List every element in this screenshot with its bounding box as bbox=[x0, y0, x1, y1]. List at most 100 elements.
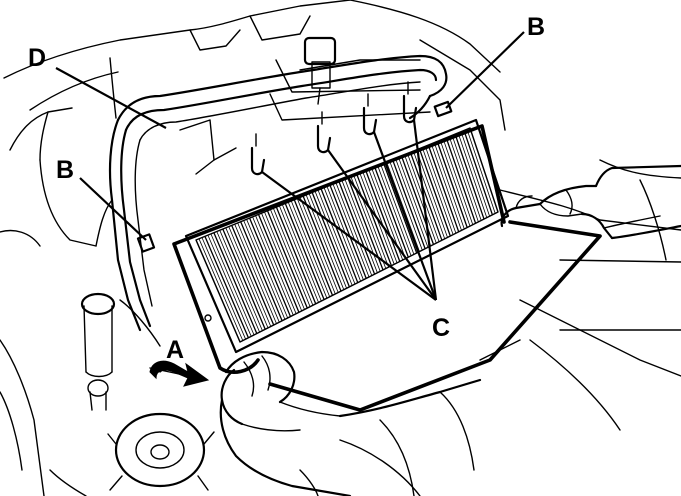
filter-pleat bbox=[290, 200, 331, 297]
hook-3 bbox=[362, 106, 378, 136]
filter-pleat bbox=[338, 181, 376, 275]
filter-pleat bbox=[252, 216, 294, 316]
filter-pleat bbox=[273, 208, 314, 306]
filter-pleat bbox=[222, 228, 266, 330]
filter-pleat bbox=[275, 206, 317, 305]
hook-1 bbox=[250, 146, 266, 176]
filter-pleat bbox=[207, 234, 252, 337]
filter-pleat bbox=[439, 140, 471, 227]
filter-pleat bbox=[442, 138, 474, 225]
filter-pleat bbox=[317, 189, 356, 285]
filter-pleat bbox=[270, 209, 311, 307]
filter-pleat bbox=[466, 129, 496, 214]
leader-d bbox=[55, 67, 167, 129]
callout-c-label: C bbox=[432, 314, 450, 342]
filter-pleat bbox=[201, 237, 246, 340]
filter-lower-edge bbox=[268, 220, 602, 412]
filter-pleat bbox=[418, 148, 451, 237]
filter-pleat bbox=[421, 147, 454, 235]
filter-pleat bbox=[237, 222, 280, 323]
leader-b-left bbox=[79, 177, 147, 241]
filter-pleat bbox=[416, 149, 448, 238]
filter-pleat bbox=[305, 194, 345, 290]
filter-pleat bbox=[246, 219, 289, 319]
filter-pleat bbox=[204, 236, 249, 339]
filter-outline bbox=[172, 124, 506, 374]
filter-pleat bbox=[261, 213, 303, 312]
filter-pleat bbox=[335, 182, 373, 276]
filter-pleat bbox=[231, 225, 275, 326]
filter-pleat bbox=[424, 146, 457, 234]
callout-b-right-label: B bbox=[527, 13, 545, 41]
filter-pleat bbox=[216, 231, 260, 333]
callout-b-left-label: B bbox=[56, 156, 74, 184]
leader-c-3 bbox=[372, 131, 438, 301]
filter-pleat bbox=[311, 192, 351, 288]
callout-d-label: D bbox=[28, 44, 46, 72]
filter-pleat bbox=[314, 191, 353, 286]
filter-pleat bbox=[362, 171, 398, 264]
filter-pleat bbox=[457, 132, 488, 218]
leader-lines bbox=[55, 31, 525, 301]
filter-pleat bbox=[371, 168, 406, 259]
filter-pleat bbox=[266, 210, 308, 309]
leader-b-right bbox=[445, 31, 525, 109]
filter-pleat bbox=[257, 214, 300, 313]
filter-pleat bbox=[219, 230, 263, 331]
filter-pleat bbox=[344, 178, 381, 272]
filter-pleat bbox=[463, 130, 494, 216]
filter-pleat bbox=[382, 163, 418, 254]
filter-pleat bbox=[198, 238, 244, 341]
filter-pleat bbox=[377, 165, 412, 256]
filter-pleat bbox=[296, 198, 336, 295]
filter-pleat bbox=[323, 187, 361, 282]
filter-pleat bbox=[404, 154, 437, 244]
leader-c-2 bbox=[327, 149, 437, 301]
filter-pleat bbox=[225, 227, 269, 329]
filter-pleat bbox=[240, 221, 283, 322]
filter-pleat bbox=[433, 142, 465, 230]
filter-pleat bbox=[448, 136, 479, 223]
filter-pleat bbox=[430, 143, 462, 231]
filter-pleat bbox=[427, 144, 460, 233]
hook-2 bbox=[316, 124, 332, 154]
filter-pleat bbox=[341, 180, 378, 273]
cabin-air-filter bbox=[184, 118, 510, 354]
filter-pleat bbox=[395, 158, 429, 248]
rotation-arrow-a bbox=[149, 360, 210, 387]
callout-a-label: A bbox=[166, 336, 184, 364]
filter-pleat bbox=[350, 176, 387, 269]
filter-pleat bbox=[365, 170, 401, 262]
filter-pleat bbox=[380, 164, 415, 255]
filter-pleat bbox=[243, 220, 286, 320]
filter-pleat bbox=[279, 205, 319, 303]
filter-pleat bbox=[284, 203, 325, 300]
filter-pleat bbox=[264, 211, 305, 310]
filter-pleat bbox=[287, 202, 328, 299]
filter-pleat bbox=[228, 226, 272, 327]
filter-pleat bbox=[308, 193, 347, 289]
filter-pleat bbox=[445, 137, 477, 224]
filter-pleat bbox=[302, 195, 342, 292]
filter-pleat bbox=[386, 161, 420, 252]
clip-b-right bbox=[433, 100, 453, 118]
filter-pleat bbox=[234, 224, 277, 324]
filter-pleat bbox=[391, 159, 426, 249]
clip-b-left bbox=[136, 233, 156, 253]
filter-pleat bbox=[248, 217, 292, 317]
filter-pleat bbox=[460, 131, 490, 217]
filter-pleat bbox=[320, 188, 359, 283]
filter-pleat bbox=[282, 204, 322, 302]
filter-pleat bbox=[347, 177, 384, 271]
filter-pleat bbox=[210, 233, 255, 336]
filter-pleat bbox=[293, 199, 334, 296]
filter-pleat bbox=[451, 135, 482, 221]
right-hand bbox=[500, 164, 681, 240]
filter-pleat bbox=[353, 175, 389, 268]
filter-pleat bbox=[413, 150, 446, 239]
filter-pleat bbox=[454, 133, 485, 220]
filter-pleat bbox=[255, 215, 297, 314]
filter-pleat bbox=[398, 157, 432, 247]
leader-c-4 bbox=[412, 119, 438, 301]
